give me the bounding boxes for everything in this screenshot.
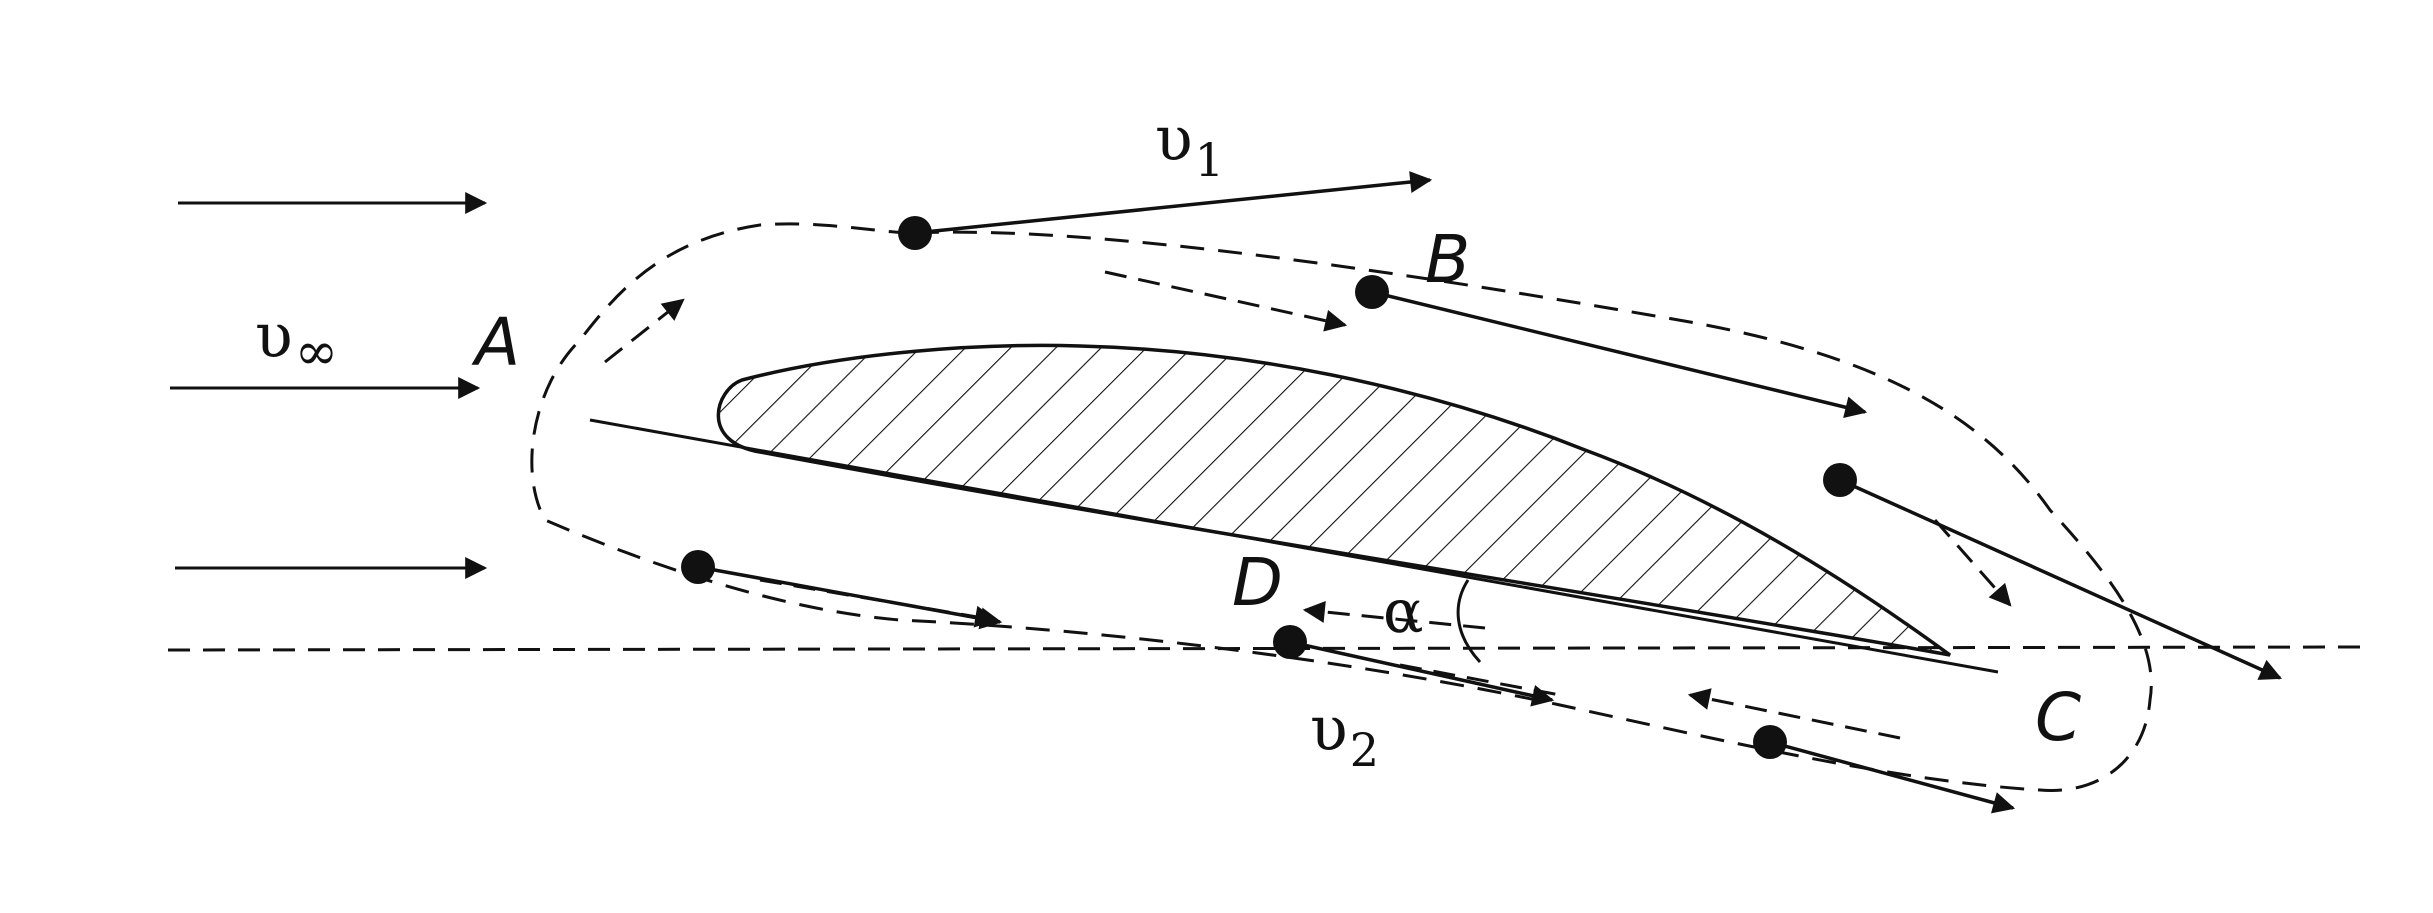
label-point-d: D bbox=[1232, 544, 1283, 621]
loop-arrow-leading-edge bbox=[604, 298, 685, 364]
loop-arrow-upper-rear bbox=[1933, 519, 2012, 607]
label-point-c: C bbox=[2035, 679, 2081, 756]
loop-arrow-lower-center bbox=[1399, 663, 1561, 697]
loop-arrow-lower-mid bbox=[1302, 601, 1486, 630]
reference-line bbox=[167, 645, 2369, 652]
loop-arrow-lower-rear bbox=[1687, 688, 1901, 740]
label-v1: υ1 bbox=[1155, 102, 1224, 187]
label-v2: υ2 bbox=[1310, 692, 1379, 777]
loop-point-4 bbox=[681, 550, 715, 584]
label-v-infinity: υ∞ bbox=[255, 299, 338, 382]
label-angle-of-attack: α bbox=[1383, 577, 1424, 647]
loop-point-6 bbox=[1753, 725, 1787, 759]
velocity-vector-rear-upper bbox=[1839, 478, 2283, 680]
velocity-vector-lower-front bbox=[697, 565, 1003, 630]
loop-point-b bbox=[1355, 275, 1389, 309]
angle-of-attack-arc bbox=[1456, 579, 1482, 664]
velocity-vector-v1 bbox=[914, 171, 1433, 235]
label-point-b: B bbox=[1425, 221, 1470, 298]
label-point-a: A bbox=[471, 304, 520, 381]
circulation-loop bbox=[530, 222, 2153, 792]
loop-arrow-upper-mid bbox=[1104, 270, 1348, 332]
velocity-vector-v2 bbox=[1289, 640, 1555, 707]
velocity-vector-b bbox=[1371, 290, 1868, 419]
loop-point-d bbox=[1273, 625, 1307, 659]
velocity-vector-lower-rear bbox=[1769, 740, 2016, 814]
loop-point-3 bbox=[1823, 463, 1857, 497]
loop-point-1 bbox=[898, 216, 932, 250]
airfoil bbox=[716, 343, 1952, 657]
